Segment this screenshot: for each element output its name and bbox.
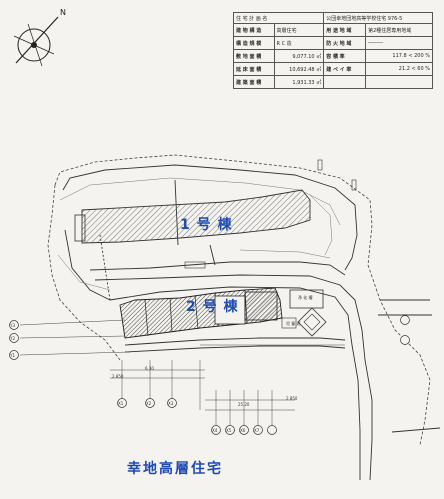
table-cell: 敷 地 面 積	[233, 49, 275, 63]
children-playground	[281, 307, 327, 337]
table-cell: 9,077.10 ㎡	[273, 49, 325, 63]
building-2-label: 2 号 棟	[186, 299, 239, 315]
dimension-label: 2.850	[286, 396, 298, 401]
dimension-label: 6.30	[145, 366, 154, 371]
grid-label: X4	[212, 428, 218, 433]
grid-label: Y2	[10, 336, 15, 341]
drawing-title: 幸地高層住宅	[127, 461, 223, 477]
table-cell: 防 火 地 域	[323, 36, 367, 50]
grid-label: X2	[146, 401, 152, 406]
table-cell: 建 物 構 造	[233, 23, 275, 37]
septic-tank-label: 浄 化 槽	[298, 295, 313, 300]
grid-label: X5	[226, 428, 232, 433]
table-cell: 建 築 面 積	[233, 75, 275, 89]
dimension-label: 2.850	[112, 374, 124, 379]
building-2-footprint	[119, 287, 283, 339]
grid-label: X7	[254, 428, 260, 433]
site-boundary	[47, 154, 431, 446]
table-cell: 用 途 地 域	[323, 23, 367, 37]
grid-label: X3	[168, 401, 174, 406]
table-cell	[365, 75, 433, 89]
table-header-label: 住 宅 計 画 名	[232, 12, 325, 24]
north-label: N	[60, 8, 66, 17]
table-row: 延 床 面 積 10,692.48 ㎡ 建 ペ イ 率 21.2 < 60 %	[233, 62, 433, 76]
north-compass: N	[13, 8, 66, 67]
table-cell: ―――	[365, 36, 433, 50]
table-row: 建 物 構 造 高層住宅 用 途 地 域 第2種住居専用地域	[233, 23, 433, 37]
grid-x-lines	[110, 344, 345, 425]
grid-y-lines	[19, 319, 131, 356]
table-row: 敷 地 面 積 9,077.10 ㎡ 容 積 率 117.8 < 200 %	[233, 49, 433, 63]
table-cell: 容 積 率	[323, 49, 367, 63]
grid-bubbles	[9, 315, 410, 435]
terrain-lines	[57, 177, 341, 291]
playground-label: 児 童 遊	[286, 321, 301, 326]
table-cell	[323, 75, 367, 89]
grid-label: Y1	[10, 353, 15, 358]
site-road-lines	[62, 164, 441, 481]
project-info-table: 住 宅 計 画 名 公団幸地団地高等学校住宅 976-5 建 物 構 造 高層住…	[232, 12, 433, 89]
table-cell: 21.2 < 60 %	[365, 62, 433, 76]
table-row: 建 築 面 積 1,931.33 ㎡	[233, 75, 433, 89]
grid-label: X6	[240, 428, 246, 433]
building-1-label: 1 号 棟	[180, 217, 233, 233]
table-row: 構 造 規 模 R C 造 防 火 地 域 ―――	[233, 36, 433, 50]
table-cell: 建 ペ イ 率	[323, 62, 367, 76]
site-markers	[184, 159, 357, 269]
grid-label: X1	[118, 401, 124, 406]
grid-label: Y3	[10, 323, 15, 328]
dimension-label: 25.20	[238, 402, 250, 407]
table-cell: 延 床 面 積	[233, 62, 275, 76]
septic-tank	[289, 289, 324, 309]
table-cell: R C 造	[273, 36, 325, 50]
building-1-footprint	[74, 189, 311, 244]
table-cell: 117.8 < 200 %	[365, 49, 433, 63]
table-cell: 構 造 規 模	[233, 36, 275, 50]
table-header-value: 公団幸地団地高等学校住宅 976-5	[323, 12, 433, 24]
table-cell: 第2種住居専用地域	[365, 23, 433, 37]
table-cell: 10,692.48 ㎡	[273, 62, 325, 76]
table-cell: 高層住宅	[273, 23, 325, 37]
table-cell: 1,931.33 ㎡	[273, 75, 325, 89]
